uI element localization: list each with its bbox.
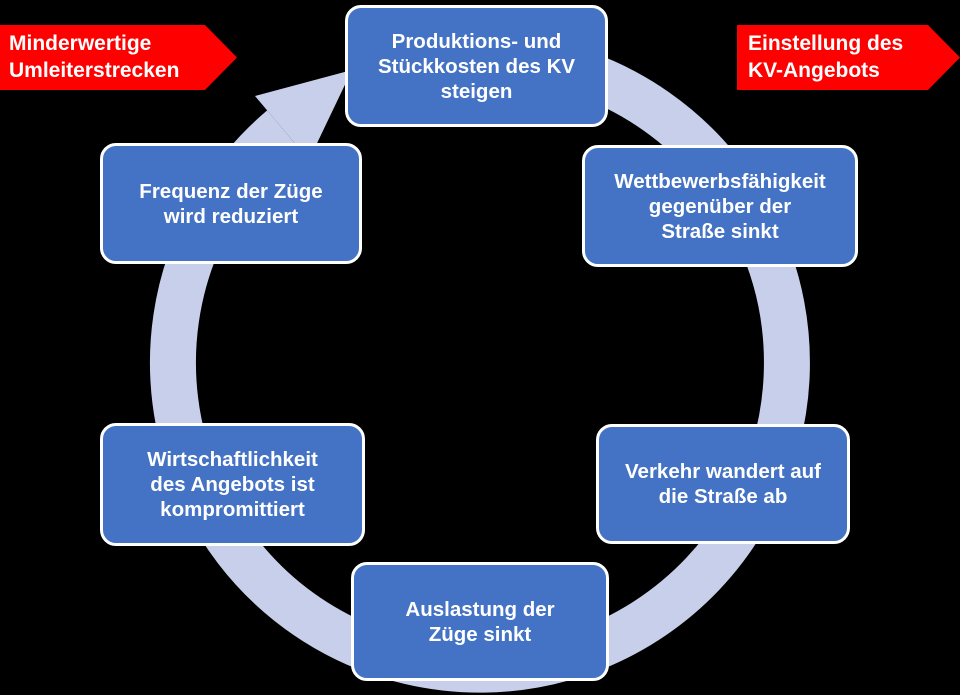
cycle-node-produktionskosten: Produktions- und Stückkosten des KV stei… xyxy=(345,5,608,127)
callout-arrow-umleiterstrecken: Minderwertige Umleiterstrecken xyxy=(0,25,237,90)
cycle-node-auslastung: Auslastung der Züge sinkt xyxy=(351,562,609,681)
cycle-node-label: Produktions- und Stückkosten des KV stei… xyxy=(377,29,576,103)
cycle-node-label: Auslastung der Züge sinkt xyxy=(405,597,555,646)
callout-label: Einstellung des KV-Angebots xyxy=(748,32,904,82)
cycle-node-label: Wirtschaftlichkeit des Angebots ist komp… xyxy=(147,448,318,521)
cycle-node-label: Verkehr wandert auf die Straße ab xyxy=(625,460,821,508)
cycle-arrowhead-icon xyxy=(255,70,352,160)
callout-arrow-kv-angebot: Einstellung des KV-Angebots xyxy=(737,25,960,90)
cycle-node-label: Frequenz der Züge wird reduziert xyxy=(139,179,323,228)
cycle-node-frequenz: Frequenz der Züge wird reduziert xyxy=(100,143,362,264)
callout-label: Minderwertige Umleiterstrecken xyxy=(9,32,180,82)
cycle-node-label: Wettbewerbsfähigkeit gegenüber der Straß… xyxy=(614,169,826,243)
cycle-node-verkehr: Verkehr wandert auf die Straße ab xyxy=(596,424,850,544)
cycle-ring xyxy=(149,32,810,693)
cycle-node-wirtschaftlichkeit: Wirtschaftlichkeit des Angebots ist komp… xyxy=(100,423,365,546)
cycle-node-wettbewerbsfaehigkeit: Wettbewerbsfähigkeit gegenüber der Straß… xyxy=(582,145,858,267)
